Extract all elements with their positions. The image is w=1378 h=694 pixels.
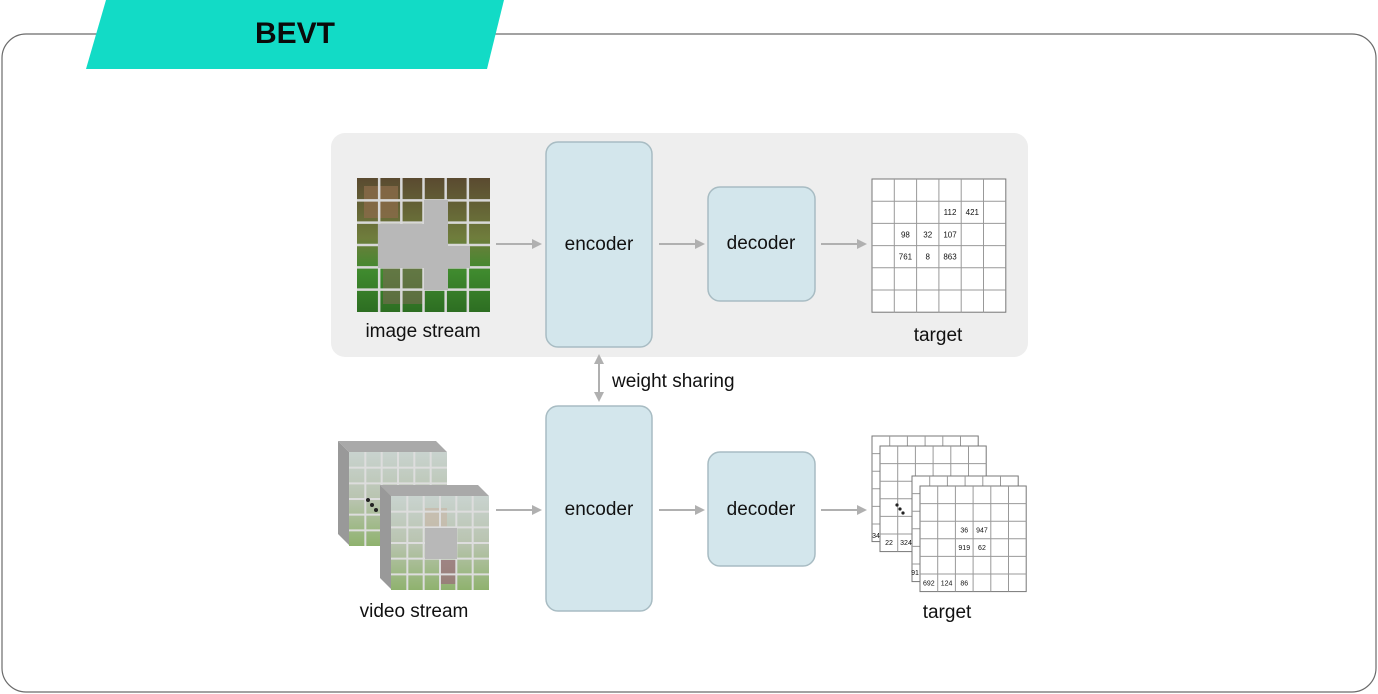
video-encoder-label: encoder bbox=[565, 499, 634, 520]
target-cell-value: 112 bbox=[944, 208, 957, 217]
image-stream-thumbnail bbox=[357, 178, 490, 312]
image-encoder-label: encoder bbox=[565, 234, 634, 255]
image-encoder-box bbox=[545, 141, 653, 348]
target-cell-value: 863 bbox=[943, 253, 957, 262]
image-target-grid-cells: 112 421 98 32 107 761 8 863 bbox=[871, 178, 1007, 313]
target-cell-value: 62 bbox=[978, 545, 986, 552]
video-stream-thumbnail bbox=[338, 441, 489, 590]
target-cell-value: 36 bbox=[960, 527, 968, 534]
video-encoder-box bbox=[545, 405, 653, 612]
video-target-label: target bbox=[923, 602, 972, 623]
video-target-back-values: 34 22 324 91 bbox=[872, 533, 919, 577]
video-frame-front bbox=[380, 485, 489, 590]
video-stream-label: video stream bbox=[360, 601, 469, 622]
image-target-grid: 112 421 98 32 107 761 8 863 bbox=[871, 178, 1007, 313]
target-cell-value: 421 bbox=[966, 208, 980, 217]
target-cell-value: 947 bbox=[976, 527, 988, 534]
target-cell-value: 32 bbox=[923, 230, 932, 239]
target-cell-value: 22 bbox=[885, 540, 893, 547]
weight-sharing-label: weight sharing bbox=[611, 371, 735, 392]
target-cell-value: 324 bbox=[900, 540, 912, 547]
target-cell-value: 91 bbox=[911, 570, 919, 577]
target-cell-value: 107 bbox=[943, 230, 957, 239]
image-target-label: target bbox=[914, 325, 963, 346]
image-decoder-label: decoder bbox=[727, 233, 796, 254]
card-frame bbox=[1, 33, 1377, 693]
video-decoder-box bbox=[707, 451, 816, 567]
image-decoder-box bbox=[707, 186, 816, 302]
target-cell-value: 98 bbox=[901, 230, 910, 239]
target-cell-value: 34 bbox=[872, 533, 880, 540]
video-target-stack: 34 22 324 91 36 947 919 62 692 124 86 bbox=[871, 435, 1027, 593]
target-cell-value: 8 bbox=[926, 253, 931, 262]
title-tab bbox=[86, 0, 504, 69]
target-cell-value: 919 bbox=[958, 545, 970, 552]
title-text: BEVT bbox=[255, 17, 335, 50]
target-cell-value: 692 bbox=[923, 580, 935, 587]
video-decoder-label: decoder bbox=[727, 499, 796, 520]
image-stream-label: image stream bbox=[365, 321, 480, 342]
video-mask-region bbox=[425, 528, 457, 559]
target-cell-value: 124 bbox=[941, 580, 953, 587]
image-mask-region bbox=[378, 200, 470, 290]
target-cell-value: 761 bbox=[899, 253, 913, 262]
target-cell-value: 86 bbox=[960, 580, 968, 587]
video-target-frame-front: 36 947 919 62 692 124 86 bbox=[919, 485, 1027, 593]
